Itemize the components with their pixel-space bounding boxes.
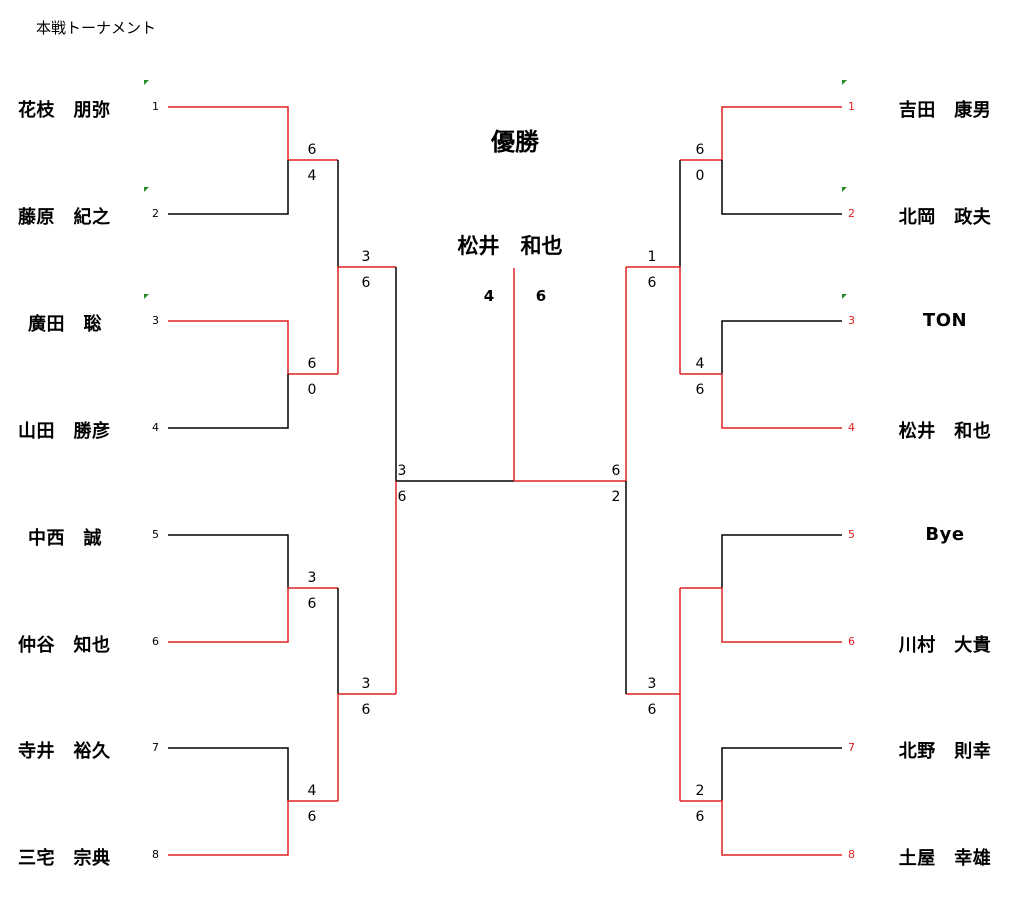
right-player-3-name: TON: [922, 310, 968, 331]
right-r3-score-bottom: 2: [611, 489, 621, 505]
champion-name: 松井 和也: [457, 234, 563, 258]
right-seed-3: 3: [848, 314, 855, 327]
left-r1-m4-score-bottom: 6: [307, 809, 317, 825]
left-seed-6: 6: [152, 635, 159, 648]
left-seed-5: 5: [152, 528, 159, 541]
right-player-6-name: 川村 大貴: [898, 635, 992, 656]
left-r2-m2-score-bottom: 6: [361, 702, 371, 718]
left-r1-m2-score-bottom: 0: [307, 382, 317, 398]
left-r1-m1-score-bottom: 4: [307, 168, 317, 184]
right-r2-m2-score-bottom: 6: [647, 702, 657, 718]
right-seed-7: 7: [848, 741, 855, 754]
left-player-1-name: 花枝 朋弥: [18, 100, 111, 121]
left-seed-1: 1: [152, 100, 159, 113]
left-seed-8: 8: [152, 848, 159, 861]
left-r1-match-4: [168, 747, 338, 856]
left-r3-match: [395, 267, 514, 694]
right-r1-m1-score-top: 6: [695, 142, 705, 158]
left-r1-match-2: [168, 320, 338, 429]
left-seed-3: 3: [152, 314, 159, 327]
left-r2-match-1: [337, 160, 396, 374]
right-r1-match-2: [680, 320, 842, 429]
right-r3-score-top: 6: [611, 463, 621, 479]
right-r1-match-1: [680, 106, 842, 215]
right-player-1-name: 吉田 康男: [898, 100, 992, 121]
right-player-5-name: Bye: [925, 524, 965, 545]
right-r2-m1-score-bottom: 6: [647, 275, 657, 291]
right-r2-m1-score-top: 1: [647, 249, 657, 265]
left-r3-score-top: 3: [397, 463, 407, 479]
right-player-7-name: 北野 則幸: [898, 741, 992, 762]
right-seed-2: 2: [848, 207, 855, 220]
left-r3-score-bottom: 6: [397, 489, 407, 505]
right-player-8-name: 土屋 幸雄: [898, 848, 992, 869]
left-flag-1: [144, 80, 149, 85]
left-player-6-name: 仲谷 知也: [18, 635, 111, 656]
right-r2-match-1: [626, 160, 681, 374]
right-r1-m4-score-bottom: 6: [695, 809, 705, 825]
right-flag-3: [842, 294, 847, 299]
left-r1-m2-score-top: 6: [307, 356, 317, 372]
left-player-4-name: 山田 勝彦: [18, 421, 111, 442]
right-r1-m1-score-bottom: 0: [695, 168, 705, 184]
right-seed-4: 4: [848, 421, 855, 434]
left-r1-match-1: [168, 106, 338, 215]
final-score-right: 6: [535, 287, 547, 305]
left-player-3-name: 廣田 聡: [28, 314, 102, 335]
champion-label: 優勝: [491, 128, 539, 156]
right-r2-m2-score-top: 3: [647, 676, 657, 692]
right-flag-1: [842, 80, 847, 85]
right-r1-match-3: [680, 534, 842, 643]
final-score-left: 4: [483, 287, 495, 305]
right-flag-2: [842, 187, 847, 192]
left-r1-m4-score-top: 4: [307, 783, 317, 799]
right-seed-1: 1: [848, 100, 855, 113]
left-r1-m3-score-bottom: 6: [307, 596, 317, 612]
right-r1-match-4: [680, 747, 842, 856]
right-r1-m2-score-top: 4: [695, 356, 705, 372]
page-title: 本戦トーナメント: [36, 19, 157, 37]
left-r2-m2-score-top: 3: [361, 676, 371, 692]
right-player-4-name: 松井 和也: [898, 421, 992, 442]
left-r1-match-3: [168, 534, 338, 643]
right-seed-6: 6: [848, 635, 855, 648]
left-r2-m1-score-top: 3: [361, 249, 371, 265]
left-player-8-name: 三宅 宗典: [18, 848, 111, 869]
right-r1-m2-score-bottom: 6: [695, 382, 705, 398]
right-r1-m4-score-top: 2: [695, 783, 705, 799]
right-r2-match-2: [626, 588, 681, 801]
left-flag-2: [144, 187, 149, 192]
left-seed-2: 2: [152, 207, 159, 220]
left-seed-7: 7: [152, 741, 159, 754]
left-r2-match-2: [337, 588, 396, 801]
left-player-2-name: 藤原 紀之: [18, 207, 111, 228]
right-seed-8: 8: [848, 848, 855, 861]
right-seed-5: 5: [848, 528, 855, 541]
left-r1-m3-score-top: 3: [307, 570, 317, 586]
left-r2-m1-score-bottom: 6: [361, 275, 371, 291]
left-player-5-name: 中西 誠: [28, 528, 102, 549]
right-player-2-name: 北岡 政夫: [898, 207, 992, 228]
left-player-7-name: 寺井 裕久: [18, 741, 111, 762]
left-seed-4: 4: [152, 421, 159, 434]
left-r1-m1-score-top: 6: [307, 142, 317, 158]
right-r3-match: [514, 267, 627, 694]
left-flag-3: [144, 294, 149, 299]
